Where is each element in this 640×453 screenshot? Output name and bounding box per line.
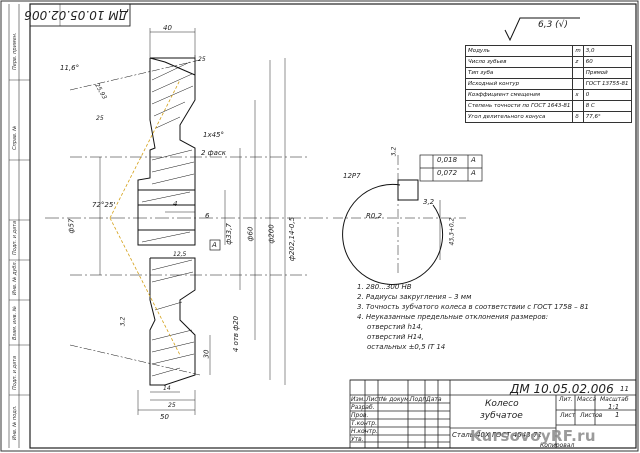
note-2: 2. Радиусы закругления – 3 мм: [357, 293, 472, 301]
material: Сталь 40Х ГОСТ 4543-71: [452, 431, 543, 439]
stamp-prov: Пров.: [351, 412, 369, 419]
stamp-lit: Лит.: [559, 396, 573, 403]
dim-4-holes-phi20: 4 отв ф20: [232, 315, 241, 353]
dim-25a: 25: [198, 56, 206, 63]
dim-3-2-rough: 3,2: [423, 198, 435, 206]
stamp-list-label: Лист: [560, 412, 576, 419]
datum-a-label: A: [212, 241, 217, 249]
dim-40: 40: [163, 24, 172, 32]
note-3: 3. Точность зубчатого колеса в соответст…: [357, 303, 589, 311]
dim-30: 30: [202, 349, 211, 359]
dim-angle-72-25: 72°25': [92, 201, 116, 209]
note-4c: остальных ±0,5 IT 14: [367, 343, 446, 351]
gear-section-view: [45, 57, 330, 386]
stamp-kopiroval: Копировал: [540, 442, 575, 449]
stamp-utv: Утв.: [351, 436, 364, 443]
roughness-symbol: [504, 17, 580, 42]
stamp-podp: Подп.: [410, 396, 429, 403]
dim-R0-2: R0,2: [366, 212, 382, 220]
note-1: 1. 280...300 HB: [357, 283, 412, 291]
note-4b: отверстий H14,: [367, 333, 424, 341]
doc-code-stamp: ДМ 10.05.02.006: [510, 382, 614, 396]
dim-phi57: ф57: [67, 218, 76, 234]
sidebar-label-3: Подп. и дата: [12, 220, 18, 255]
sidebar-label-7: Инв. № подл.: [12, 405, 18, 441]
dim-3-2: 3,2: [119, 316, 127, 327]
part-name-line1: Колесо: [485, 399, 519, 409]
dim-6: 6: [205, 212, 210, 220]
stamp-razrab: Разраб.: [351, 404, 375, 411]
tol-datum-2: A: [471, 169, 476, 177]
datum-a-box: [209, 239, 221, 251]
tolerance-frame: [419, 154, 483, 182]
dim-25b: 25: [96, 115, 104, 122]
inner-frame: [29, 3, 637, 449]
stamp-list: Лист: [366, 396, 382, 403]
dim-phi33-7: ф33,7: [224, 223, 233, 245]
dim-12P7: 12Р7: [343, 172, 361, 180]
dim-keyway-depth: 43,3+0,2: [448, 217, 456, 246]
stamp-tkontr: Т.контр.: [351, 420, 378, 427]
technical-notes: 1. 280...300 HB 2. Радиусы закругления –…: [357, 282, 589, 352]
dim-25c: 25: [168, 402, 176, 409]
sheet-label: 11: [620, 385, 629, 393]
note-4: 4. Неуказанные предельные отклонения раз…: [357, 313, 549, 321]
stamp-massa: Масса: [577, 396, 597, 403]
dim-12-5: 12,5: [173, 251, 187, 258]
dim-angle-11-6: 11,6°: [60, 64, 80, 72]
roughness-general: 6,3 (√): [538, 20, 568, 30]
dim-phi60: ф60: [246, 226, 255, 242]
sidebar-label-4: Инв. № дубл.: [12, 260, 18, 295]
left-margin-table: [8, 4, 30, 448]
tol-datum-1: A: [471, 156, 476, 164]
top-code-box: [29, 3, 131, 27]
dim-phi200: ф200: [267, 224, 276, 244]
sidebar-label-6: Подп. и дата: [12, 355, 18, 390]
doc-code-top: ДМ 10.05.02.006: [24, 8, 128, 22]
sidebar-label-2: Справ. №: [12, 125, 18, 150]
dim-14: 14: [163, 385, 171, 392]
stamp-nkontr: Н.контр.: [351, 428, 378, 435]
dim-rough-3-2: 3,2: [390, 146, 398, 157]
dimension-lines: [99, 28, 286, 415]
dim-1x45: 1х45°: [203, 131, 225, 139]
sidebar-label-1: Перв. примен.: [12, 32, 18, 70]
stamp-listov: Листов: [580, 412, 603, 419]
tol-value-2: 0,072: [437, 169, 458, 177]
dim-chamfer: 2 фаск: [201, 149, 227, 157]
part-name-line2: зубчатое: [480, 411, 523, 421]
dim-phi202: ф202,14-0,5: [288, 216, 297, 262]
stamp-masshtab: Масштаб: [600, 396, 629, 403]
note-4a: отверстий h14,: [367, 323, 424, 331]
tol-value-1: 0,018: [437, 156, 458, 164]
stamp-izm: Изм.: [351, 396, 366, 403]
dim-4: 4: [173, 200, 178, 208]
sheet-count: 1: [615, 411, 620, 419]
title-block: [349, 379, 637, 449]
hub-section-view: [333, 155, 466, 285]
stamp-ndoc: № докум.: [381, 396, 411, 403]
stamp-massa-val: 1:1: [608, 403, 620, 411]
stamp-data: Дата: [426, 396, 442, 403]
watermark: KursovoyRF.ru: [470, 427, 596, 445]
sidebar-label-5: Взам. инв. №: [12, 306, 18, 340]
dim-50: 50: [160, 413, 169, 421]
